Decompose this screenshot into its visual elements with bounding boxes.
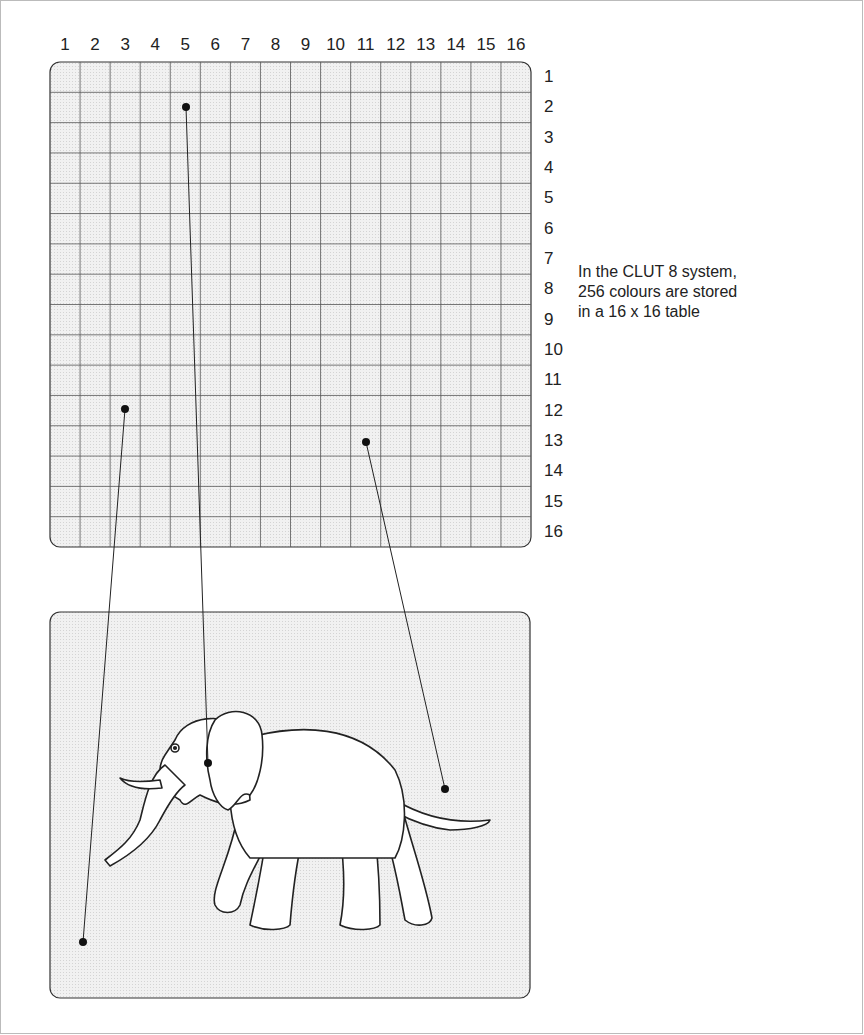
column-number: 9: [301, 35, 310, 55]
picture-panel: [50, 612, 530, 998]
column-number: 1: [60, 35, 69, 55]
row-number: 9: [544, 310, 553, 330]
row-number: 1: [544, 67, 553, 87]
row-number: 2: [544, 97, 553, 117]
column-number: 15: [476, 35, 495, 55]
row-number: 15: [544, 492, 563, 512]
clut-grid: [50, 62, 531, 547]
column-number: 11: [357, 35, 375, 55]
row-number: 6: [544, 219, 553, 239]
column-number: 7: [241, 35, 250, 55]
elephant-drawing: [105, 712, 490, 930]
row-number: 7: [544, 249, 553, 269]
note-text: In the CLUT 8 system, 256 colours are st…: [578, 262, 750, 322]
column-number: 6: [211, 35, 220, 55]
column-number: 2: [90, 35, 99, 55]
column-number: 5: [181, 35, 190, 55]
column-number: 10: [326, 35, 345, 55]
row-number: 10: [544, 340, 563, 360]
row-number: 12: [544, 401, 563, 421]
column-number: 12: [386, 35, 405, 55]
row-number: 5: [544, 188, 553, 208]
column-number: 13: [416, 35, 435, 55]
row-number: 13: [544, 431, 563, 451]
leader-line: [83, 107, 445, 942]
column-number: 3: [120, 35, 129, 55]
column-number: 4: [150, 35, 159, 55]
row-number: 4: [544, 158, 553, 178]
column-number: 16: [507, 35, 526, 55]
row-number: 14: [544, 461, 563, 481]
row-number: 16: [544, 522, 563, 542]
row-number: 8: [544, 279, 553, 299]
row-number: 11: [544, 370, 562, 390]
row-number: 3: [544, 128, 553, 148]
column-number: 14: [446, 35, 465, 55]
sample-dot: [79, 103, 449, 946]
column-number: 8: [271, 35, 280, 55]
